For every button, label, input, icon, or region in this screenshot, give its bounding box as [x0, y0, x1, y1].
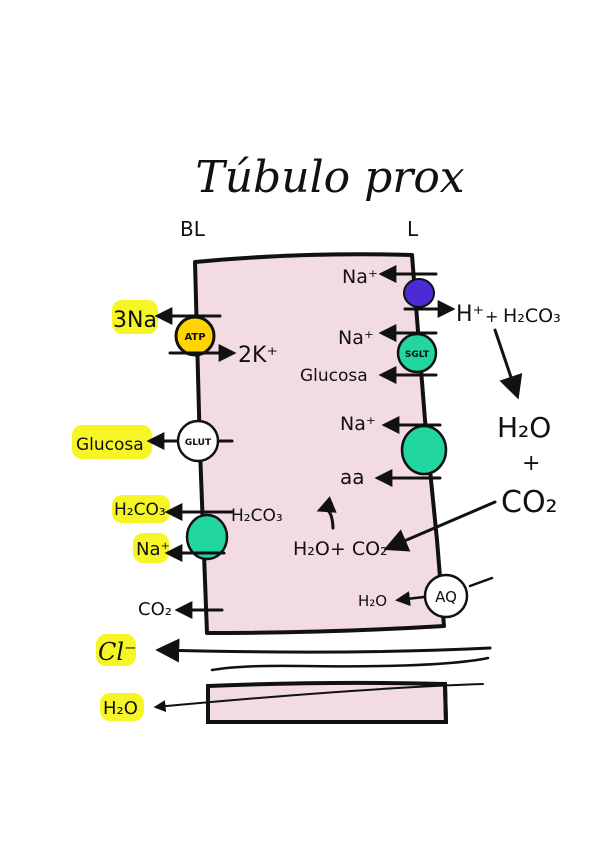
- nhe-exchanger: [403, 278, 435, 308]
- lum-h2o-label: H₂O: [497, 411, 551, 444]
- ic-h2co3-label: H₂CO₃: [231, 506, 283, 526]
- cell-lower: [206, 680, 449, 724]
- glut-transporter: [176, 419, 220, 463]
- paracellular-space-line: [210, 656, 490, 672]
- aquaporin: [423, 573, 469, 619]
- label-basolateral: BL: [180, 217, 206, 241]
- lum-aa-label: aa: [340, 465, 365, 489]
- arrow-h2o-paracellular: [153, 683, 484, 713]
- lum-h2co3-label: H₂CO₃: [503, 305, 561, 327]
- na-aa-transporter: [400, 424, 448, 476]
- arrow-h2o-aq: [395, 591, 426, 607]
- highlight-glucosa: [72, 425, 152, 459]
- bl-3na-label: 3Na⁺: [113, 308, 169, 333]
- sglt-transporter: [396, 332, 438, 374]
- lum-na3-label: Na⁺: [340, 413, 376, 435]
- highlight-cl: [96, 634, 136, 666]
- lum-plus-label: +: [485, 307, 498, 326]
- highlight-3na: [112, 300, 158, 334]
- ic-h2o-co2-label: H₂O+ CO₂: [293, 538, 388, 560]
- arrow-h2co3-to-h2o: [493, 328, 523, 400]
- arrow-ic-loop: [316, 496, 337, 530]
- label-luminal: L: [407, 217, 419, 241]
- para-cl-label: Cl⁻: [98, 638, 137, 666]
- lum-na1-label: Na⁺: [342, 266, 378, 288]
- lum-co2-label: CO₂: [501, 485, 558, 520]
- atp-label: ATP: [184, 332, 205, 343]
- para-h2o-label: H₂O: [103, 698, 138, 719]
- bl-glucose-label: Glucosa: [76, 435, 144, 455]
- bl-bicarbonate-transporter: [185, 513, 229, 561]
- aq-label: AQ: [435, 588, 457, 606]
- glut-label: GLUT: [185, 438, 212, 448]
- arrow-co2-in: [383, 500, 497, 552]
- lum-h2o-aq-label: H₂O: [358, 592, 387, 610]
- lum-plus2-label: +: [522, 451, 540, 476]
- bl-na-label: Na⁺: [136, 539, 170, 560]
- highlight-na: [133, 533, 169, 563]
- lum-glucose-label: Glucosa: [300, 366, 368, 386]
- bl-h2co3-label: H₂CO₃: [114, 500, 166, 520]
- lum-h-label: H⁺: [456, 302, 484, 327]
- cell-upper: [193, 252, 446, 635]
- bl-co2-label: CO₂: [138, 599, 172, 620]
- aq-tick: [468, 576, 494, 588]
- lum-na2-label: Na⁺: [338, 327, 374, 349]
- highlight-h2co3: [112, 495, 170, 523]
- page-title: Túbulo prox: [195, 152, 464, 203]
- atp-pump: [174, 315, 216, 357]
- bl-2k-label: 2K⁺: [238, 343, 278, 368]
- highlight-h2o: [100, 693, 144, 721]
- arrow-cl-paracellular: [155, 638, 492, 663]
- sglt-label: SGLT: [405, 350, 430, 360]
